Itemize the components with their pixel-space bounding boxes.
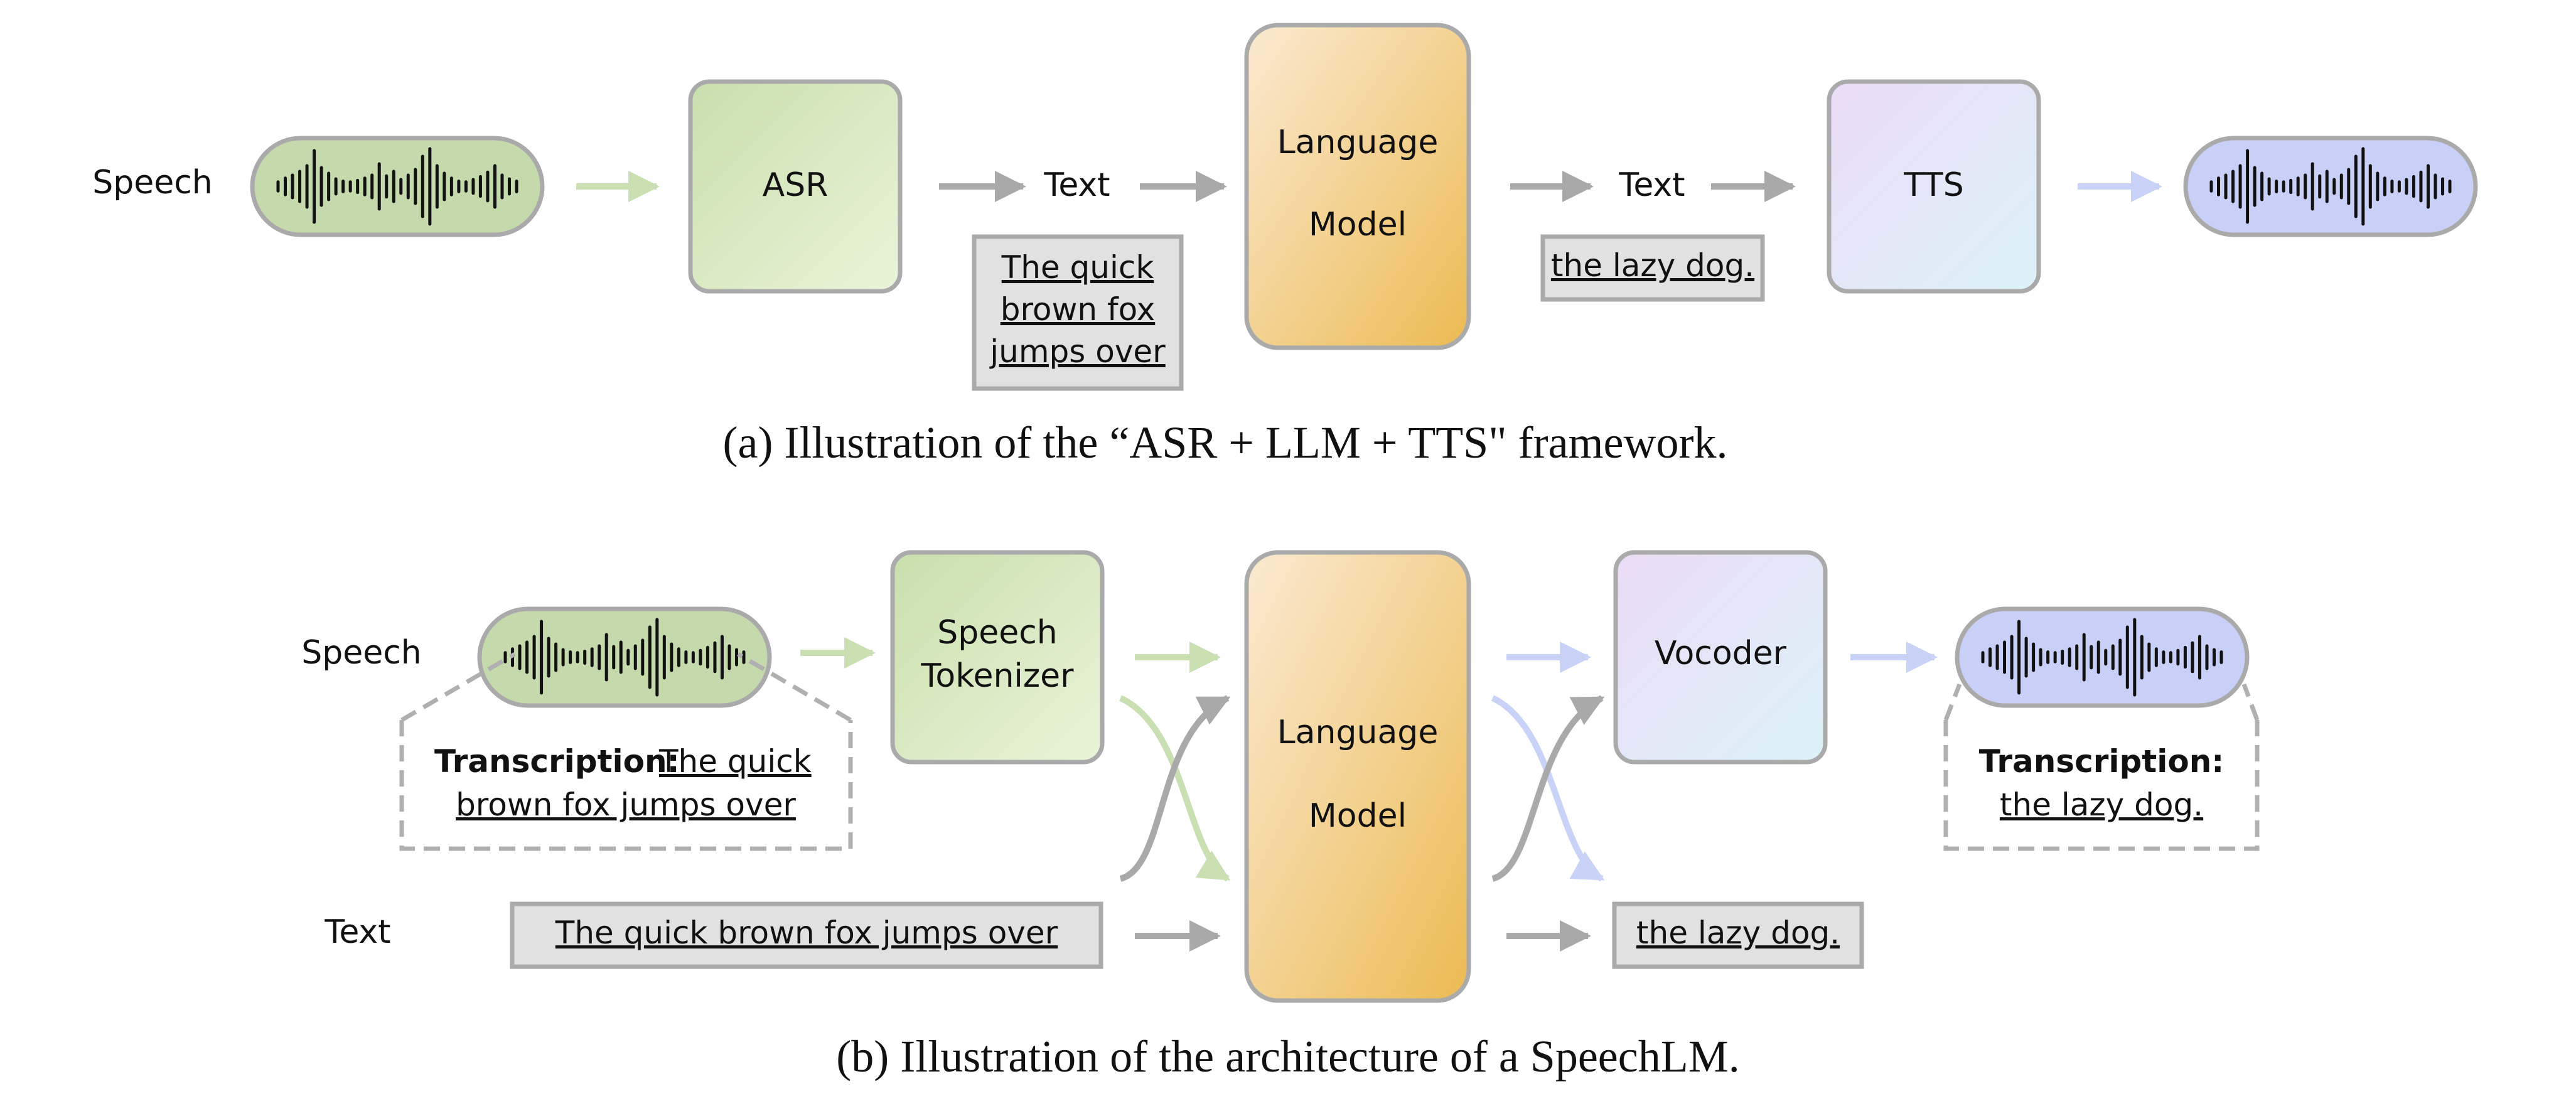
speechlm-input-speech-capsule: [477, 606, 772, 708]
asr-box: ASR: [688, 79, 903, 294]
tokenizer-label-line-2: Tokenizer: [920, 657, 1074, 695]
output-transcription-callout: Transcription: the lazy dog.: [1943, 683, 2260, 851]
waveform-icon: [1981, 618, 2223, 697]
pipeline-text-out-label: Text: [1618, 166, 1685, 204]
arrow-speech-cross-to-text-lane: [1119, 695, 1231, 882]
text-out-content: the lazy dog.: [1551, 247, 1754, 284]
output-speech-capsule: [2183, 136, 2478, 237]
waveform-icon: [276, 147, 518, 226]
output-transcription-text: the lazy dog.: [2000, 787, 2203, 823]
pipeline-text-in-box: The quick brown fox jumps over: [972, 234, 1184, 391]
tts-box: TTS: [1827, 79, 2041, 294]
text-input-content: The quick brown fox jumps over: [555, 915, 1058, 951]
lm-label-line-1: Language: [1277, 124, 1439, 161]
arrow-text-cross-to-speech-lane: [1119, 695, 1231, 882]
speechlm-lm-label-line-1: Language: [1277, 714, 1439, 751]
speechlm-lm-label-line-2: Model: [1309, 797, 1407, 835]
speechlm-panel: Speech Transcription: The quick brown fo…: [301, 550, 2260, 1082]
speechlm-caption: (b) Illustration of the architecture of …: [836, 1031, 1739, 1082]
text-in-line-1: The quick: [1001, 249, 1154, 286]
pipeline-language-model-box: Language Model: [1244, 23, 1471, 350]
text-output-content: the lazy dog.: [1636, 915, 1840, 951]
speechlm-language-model-box: Language Model: [1244, 550, 1471, 1003]
text-in-line-2: brown fox: [1001, 291, 1156, 328]
waveform-icon: [2209, 147, 2452, 226]
pipeline-panel: Speech ASR Text The quick brown fox jump…: [92, 23, 2478, 468]
arrow-lm-text-cross-to-speech: [1491, 695, 1605, 882]
tts-label: TTS: [1903, 166, 1964, 204]
speechlm-text-input-box: The quick brown fox jumps over: [510, 901, 1103, 969]
input-speech-capsule: [250, 136, 545, 237]
input-transcription-prefix: Transcription:: [434, 743, 680, 780]
speechlm-output-speech-capsule: [1955, 606, 2250, 708]
input-transcription-callout: Transcription: The quick brown fox jumps…: [399, 652, 853, 851]
speechlm-text-output-box: the lazy dog.: [1612, 901, 1864, 969]
speechlm-text-label: Text: [324, 913, 390, 951]
pipeline-caption: (a) Illustration of the “ASR + LLM + TTS…: [723, 417, 1728, 468]
pipeline-text-in-label: Text: [1043, 166, 1110, 204]
tokenizer-label-line-1: Speech: [937, 614, 1058, 652]
waveform-icon: [503, 618, 746, 697]
vocoder-box: Vocoder: [1613, 550, 1828, 765]
input-transcription-line-1: The quick: [658, 743, 812, 780]
vocoder-label: Vocoder: [1655, 635, 1787, 672]
asr-label: ASR: [763, 166, 829, 204]
pipeline-text-out-box: the lazy dog.: [1540, 234, 1765, 302]
input-transcription-line-2: brown fox jumps over: [456, 787, 796, 823]
speech-tokenizer-box: Speech Tokenizer: [890, 550, 1105, 765]
speechlm-speech-label: Speech: [301, 634, 422, 672]
pipeline-speech-label: Speech: [92, 164, 213, 201]
text-in-line-3: jumps over: [989, 333, 1166, 370]
output-transcription-prefix: Transcription:: [1979, 743, 2224, 780]
lm-label-line-2: Model: [1309, 206, 1407, 244]
arrow-lm-speech-cross-to-text: [1491, 695, 1605, 882]
